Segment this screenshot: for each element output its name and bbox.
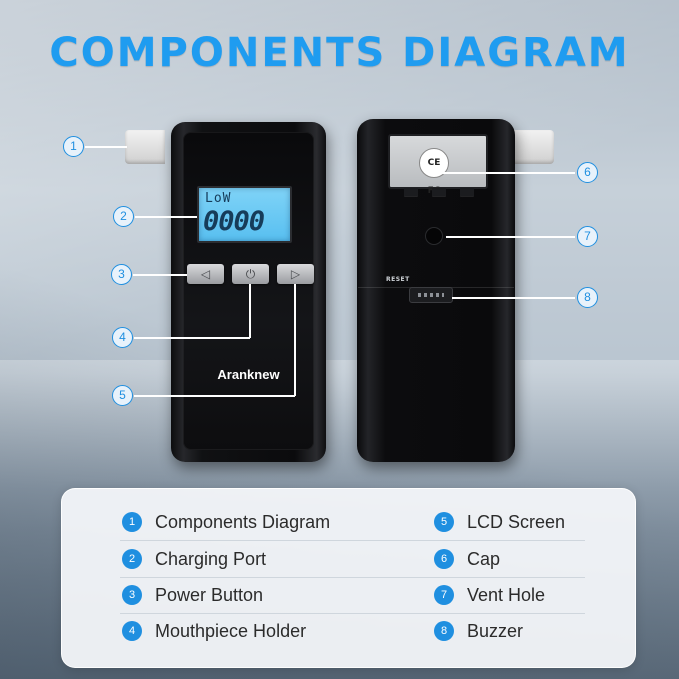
callout-line-4b [249,284,251,338]
legend-label: Power Button [155,584,264,605]
legend-panel: 1 Components Diagram 5 LCD Screen 2 Char… [61,488,636,668]
cap: CE FC [388,134,488,196]
certification-mark: CE FC [419,148,449,196]
power-icon: ⏻ [245,267,256,281]
legend-item: 2 Charging Port [122,541,266,577]
callout-5: 5 [112,385,133,406]
front-face [183,132,314,450]
legend-number: 3 [122,585,142,605]
callout-line-7 [446,236,575,238]
callout-line-6 [432,172,575,174]
lcd-screen: LoW 0000 [197,186,292,243]
legend-item: 1 Components Diagram [122,504,330,540]
callout-line-3 [133,274,187,276]
power-button[interactable]: ⏻ [232,264,269,284]
vent-hole [425,227,443,245]
callout-4: 4 [112,327,133,348]
left-arrow-icon: ◁ [200,267,211,281]
right-arrow-button[interactable]: ▷ [277,264,314,284]
charging-port [409,287,453,303]
callout-line-5a [134,395,295,397]
legend-label: Charging Port [155,548,267,569]
legend-item: 6 Cap [434,541,500,577]
legend-divider [120,577,585,578]
legend-divider [120,613,585,614]
callout-3: 3 [111,264,132,285]
legend-divider [120,540,585,541]
mouthpiece-left [125,130,165,164]
legend-label: Buzzer [467,620,524,641]
callout-1: 1 [63,136,84,157]
lcd-mode: LoW [205,191,232,206]
legend-number: 5 [434,512,454,532]
legend-item: 3 Power Button [122,577,263,613]
callout-2: 2 [113,206,134,227]
legend-item: 5 LCD Screen [434,504,565,540]
cap-tabs [404,188,474,198]
legend-number: 7 [434,585,454,605]
legend-label: Mouthpiece Holder [155,620,307,641]
left-arrow-button[interactable]: ◁ [187,264,224,284]
callout-7: 7 [577,226,598,247]
legend-row: 3 Power Button 7 Vent Hole [62,577,637,613]
right-arrow-icon: ▷ [290,267,301,281]
legend-label: LCD Screen [467,511,566,532]
legend-number: 2 [122,549,142,569]
legend-row: 4 Mouthpiece Holder 8 Buzzer [62,613,637,649]
legend-number: 8 [434,621,454,641]
legend-item: 7 Vent Hole [434,577,545,613]
callout-line-8 [452,297,575,299]
callout-line-5b [294,284,296,396]
mouthpiece-right [512,130,554,164]
legend-number: 1 [122,512,142,532]
brand-label: Aranknew [217,367,280,382]
reset-label: RESET [386,276,410,283]
legend-label: Cap [467,548,501,569]
callout-line-2 [135,216,197,218]
breathalyzer-front [171,122,326,462]
callout-8: 8 [577,287,598,308]
legend-label: Components Diagram [155,511,331,532]
legend-number: 4 [122,621,142,641]
legend-row: 1 Components Diagram 5 LCD Screen [62,504,637,540]
lcd-value: 0000 [203,206,265,237]
legend-item: 8 Buzzer [434,613,523,649]
callout-line-4a [134,337,250,339]
page-title: COMPONENTS DIAGRAM [49,30,630,76]
legend-item: 4 Mouthpiece Holder [122,613,306,649]
legend-row: 2 Charging Port 6 Cap [62,541,637,577]
callout-line-1 [85,146,127,148]
callout-6: 6 [577,162,598,183]
legend-label: Vent Hole [467,584,546,605]
legend-number: 6 [434,549,454,569]
